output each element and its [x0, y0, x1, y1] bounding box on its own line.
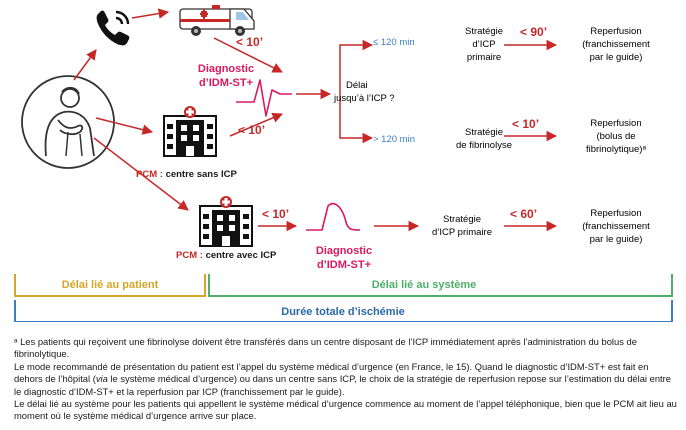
strategy-2: Stratégie [465, 127, 503, 138]
strategy-1: Stratégie [465, 26, 503, 37]
pcm-prefix: PCM : [176, 250, 206, 261]
strategy-2b: de fibrinolyse [456, 140, 512, 151]
total-ischemia-label: Durée totale d’ischémie [281, 306, 405, 318]
hospital-icon [199, 196, 253, 247]
branch-short: ≤ 120 min [373, 37, 415, 48]
pcm-label-1: PCM : centre sans ICP [136, 169, 238, 180]
time-strategy-3: < 60’ [510, 207, 537, 221]
time-hospital-1: < 10’ [238, 123, 265, 137]
footnote: ᵃ Les patients qui reçoivent une fibrino… [14, 336, 637, 360]
strategy-1b: d’ICP [472, 39, 495, 50]
pcm-center: centre sans ICP [166, 169, 238, 180]
strategy-3: Stratégie [443, 214, 481, 225]
patient-icon [21, 75, 115, 169]
pcm-center: centre avec ICP [206, 250, 277, 261]
patient-delay-bracket [14, 274, 206, 297]
reperfusion-2: Reperfusion [590, 118, 641, 129]
reperfusion-3c: par le guide) [590, 234, 643, 245]
notes-paragraph-1: Le mode recommandé de présentation du pa… [14, 361, 678, 398]
diagnosis-label-1b: d’IDM-ST+ [199, 77, 253, 89]
time-ambulance: < 10’ [236, 35, 263, 49]
strategy-3b: d’ICP primaire [432, 227, 492, 238]
notes: ᵃ Les patients qui reçoivent une fibrino… [14, 336, 678, 423]
stemi-reperfusion-diagram: < 10’ Diagnostic d’IDM-ST+ < 10’ PCM : c… [14, 5, 673, 322]
reperfusion-1b: (franchissement [582, 39, 650, 50]
decision-label: Délai [346, 80, 368, 91]
pcm-prefix: PCM : [136, 169, 166, 180]
time-hospital-2: < 10’ [262, 207, 289, 221]
reperfusion-2c: fibrinolytique)ᵃ [586, 144, 646, 155]
hospital-icon [163, 106, 217, 157]
patient-delay-label: Délai lié au patient [62, 279, 159, 291]
branch-long: > 120 min [373, 134, 415, 145]
reperfusion-1: Reperfusion [590, 26, 641, 37]
notes-emphasis: via [95, 373, 108, 385]
phone-icon [96, 10, 130, 46]
ecg-icon [306, 202, 361, 231]
total-ischemia-bracket [14, 300, 673, 322]
notes-paragraph-2: Le délai lié au système pour les patient… [14, 398, 677, 422]
pcm-label-2: PCM : centre avec ICP [176, 250, 277, 261]
reperfusion-3b: (franchissement [582, 221, 650, 232]
reperfusion-1c: par le guide) [590, 52, 643, 63]
system-delay-bracket [208, 274, 673, 297]
time-strategy-1: < 90’ [520, 25, 547, 39]
notes-text: le système médical d’urgence) ou dans un… [14, 373, 671, 397]
diagnosis-label-2: Diagnostic [316, 245, 372, 257]
reperfusion-2b: (bolus de [596, 131, 635, 142]
strategy-1c: primaire [467, 52, 501, 63]
system-delay-label: Délai lié au système [372, 279, 477, 291]
diagnosis-label-1: Diagnostic [198, 63, 254, 75]
reperfusion-3: Reperfusion [590, 208, 641, 219]
notes-text: Le mode recommandé de présentation du pa… [14, 360, 649, 385]
decision-label-b: jusqu’à l’ICP ? [333, 93, 395, 104]
ecg-icon [236, 79, 292, 117]
diagnosis-label-2b: d’IDM-ST+ [317, 259, 371, 271]
ambulance-icon [179, 5, 255, 36]
time-strategy-2: < 10’ [512, 117, 539, 131]
flow-arrows [73, 8, 558, 232]
